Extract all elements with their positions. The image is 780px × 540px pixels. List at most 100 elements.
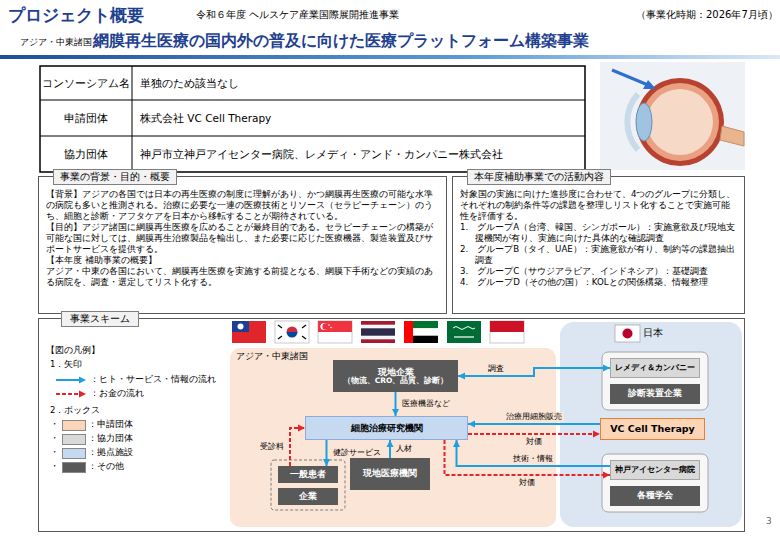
- box-text: 診断装置企業: [628, 389, 682, 399]
- eye-illustration: [600, 62, 745, 170]
- label-text: コンソーシアム名: [40, 77, 132, 90]
- legend-arrow-sample: [56, 379, 80, 381]
- edge-label: 医療機器など: [400, 399, 452, 409]
- body-text: 1. グループA（台湾、韓国、シンガポール）：実施意欲及び現地支援機関が有り、実…: [460, 222, 738, 244]
- asia-region-fill: [230, 348, 556, 527]
- body-text: アジア・中東の各国において、網膜再生医療を実施する前提となる、網膜下手術などの実…: [46, 266, 440, 288]
- eye-illustration: [636, 78, 724, 166]
- region-label: アジア・中東諸国: [236, 351, 308, 361]
- arrow-head: [453, 440, 460, 447]
- legend-arrow-sample: [79, 377, 86, 384]
- hub-box: 細胞治療研究機関: [305, 416, 468, 440]
- label-text: 株式会社 VC Cell Therapy: [140, 112, 271, 125]
- body-text: 4. グループD（その他の国）：KOLとの関係構築、情報整理: [460, 277, 738, 288]
- section-heading: 事業スキーム: [61, 311, 139, 327]
- flag-indonesia: [490, 321, 524, 343]
- legend-text: ：その他: [88, 461, 124, 471]
- box-text: VC Cell Therapy: [610, 424, 695, 435]
- flag-singapore: [318, 321, 352, 343]
- info-table: [132, 66, 133, 172]
- flag-uae: [413, 321, 438, 328]
- region-label: 日本: [643, 327, 663, 338]
- flag-saudi-arabia: [453, 327, 475, 330]
- text-wrap: VC Cell Therapy: [610, 424, 695, 435]
- flag-indonesia: [490, 321, 524, 332]
- flag-korea: [302, 325, 306, 328]
- legend-arrow-sample: [56, 377, 86, 384]
- arrow-head: [603, 472, 610, 479]
- applicant-box: VC Cell Therapy: [600, 418, 705, 440]
- eye-illustration: [636, 103, 652, 141]
- label-text: 単独のため該当なし: [140, 77, 239, 90]
- box-text: レメディ＆カンパニー: [615, 363, 695, 372]
- flag-saudi-arabia: [447, 321, 481, 343]
- label-text: 令和６年度 ヘルスケア産業国際展開推進事業: [196, 9, 399, 21]
- body-text: 3. グループC（サウジアラビア、インドネシア）：基礎調査: [460, 266, 738, 277]
- label-text: 2．ボックス: [50, 405, 100, 415]
- legend-swatch: [62, 420, 86, 431]
- process-box: 企業: [278, 488, 338, 505]
- arrow-head: [593, 431, 600, 438]
- label-text: 3: [766, 516, 772, 527]
- process-box: 現地企業（物流、CRO、品質、診断）: [333, 360, 458, 392]
- label-text: 神戸市立神戸アイセンター病院、レメディ・アンド・カンパニー株式会社: [140, 148, 503, 161]
- flag-korea: [278, 336, 282, 339]
- label-text: ・: [50, 447, 59, 457]
- title-text: 網膜再生医療の国内外の普及に向けた医療プラットフォーム構築事業: [93, 31, 589, 52]
- body-text: 2. グループB（タイ、UAE）：実施意欲が有り、制約等の課題抽出調査: [460, 244, 738, 266]
- info-table: [40, 66, 585, 172]
- flag-thailand: [361, 328, 395, 335]
- edge-label: 治療用細胞販売: [504, 412, 564, 422]
- arrow-head: [298, 425, 305, 432]
- info-table: [40, 100, 585, 101]
- section-box: 事業の背景・目的・概要【背景】アジアの各国では日本の再生医療の制度に理解があり、…: [38, 176, 447, 314]
- flag-japan: [615, 325, 640, 342]
- group-outline: [271, 460, 345, 510]
- flag-thailand: [361, 321, 395, 343]
- edge-label: 対価: [517, 478, 537, 488]
- label-text: 1．矢印: [50, 359, 82, 369]
- connector-line: [458, 368, 610, 376]
- label-text: （事業化時期：2026年7月頃）: [636, 9, 778, 21]
- connector: [290, 425, 305, 467]
- box-text: 神戸アイセンター病院: [615, 465, 695, 474]
- box-text: （物流、CRO、品質、診断）: [343, 377, 449, 386]
- flag-taiwan: [232, 321, 266, 343]
- text-wrap: 現地企業（物流、CRO、品質、診断）: [343, 367, 449, 386]
- flag-singapore: [318, 321, 352, 343]
- connector-line: [290, 428, 305, 466]
- flag-singapore: [328, 324, 330, 326]
- text-wrap: 診断装置企業: [628, 389, 682, 399]
- legend-arrow-sample: [56, 391, 86, 398]
- process-box: 診断装置企業: [610, 384, 700, 404]
- region-band: 日本レメディ＆カンパニー診断装置企業 VC Cell Therapy 神戸アイセンタ…: [560, 322, 742, 527]
- legend-swatch: [62, 434, 86, 445]
- text-wrap: 細胞治療研究機関: [351, 423, 423, 433]
- label-text: ・: [50, 433, 59, 443]
- flag-korea: [275, 321, 309, 343]
- legend-text: ：申請団体: [88, 419, 133, 429]
- text-wrap: 各種学会: [637, 491, 673, 501]
- edge-label: 健診サービス: [331, 448, 383, 458]
- body-text: 【目的】アジア諸国に網膜再生医療を広めることが最終目的である。セラピーチェーンの…: [46, 222, 440, 255]
- title-bar: [0, 55, 780, 59]
- info-table: [40, 66, 585, 172]
- text-wrap: 一般患者: [290, 470, 326, 480]
- flag-saudi-arabia: [447, 321, 481, 343]
- arrow-head: [392, 409, 399, 416]
- section-heading: 本年度補助事業での活動内容: [467, 169, 611, 185]
- eye-illustration: [612, 70, 648, 85]
- body-text: 【背景】アジアの各国では日本の再生医療の制度に理解があり、かつ網膜再生医療の可能…: [46, 189, 440, 222]
- flag-taiwan: [232, 321, 249, 332]
- flag-uae: [413, 336, 438, 343]
- flag-korea: [275, 321, 309, 343]
- edge-label: 対価: [524, 437, 544, 447]
- flag-uae: [404, 321, 413, 343]
- flag-korea: [278, 325, 282, 328]
- text-wrap: 現地医療機関: [363, 469, 417, 479]
- box-text: 現地医療機関: [363, 469, 417, 479]
- eye-illustration: [643, 80, 656, 89]
- text-wrap: 神戸アイセンター病院: [615, 465, 695, 474]
- legend-arrow-sample: [79, 391, 86, 398]
